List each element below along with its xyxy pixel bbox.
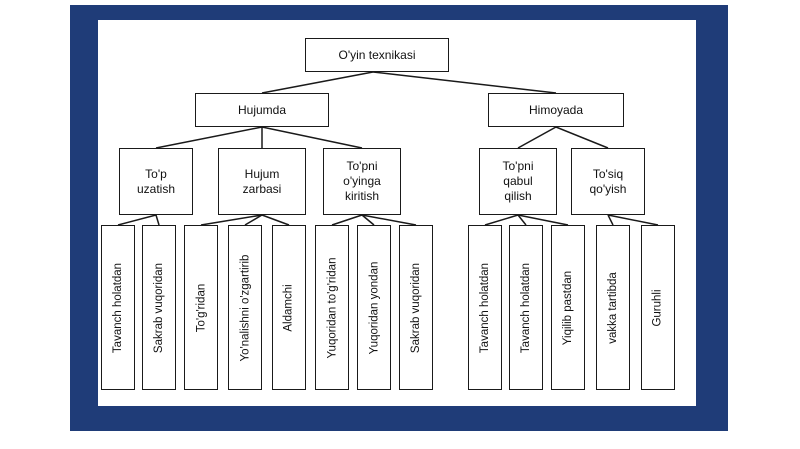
leaf-node: Tavanch holatdan bbox=[101, 225, 135, 390]
group-topni-qabul-qilish: To'pni qabul qilish bbox=[479, 148, 557, 215]
root-node: O'yin texnikasi bbox=[305, 38, 449, 72]
connector-himoyada-group1 bbox=[517, 126, 557, 149]
leaf-node: Tavanch holatdan bbox=[468, 225, 502, 390]
connector-leaf bbox=[361, 214, 417, 226]
group-topni-oyinga-kiritish: To'pni o'yinga kiritish bbox=[323, 148, 401, 215]
group-tosiq-qoyish: To'siq qo'yish bbox=[571, 148, 645, 215]
connector-leaf bbox=[244, 214, 263, 226]
connector-leaf bbox=[517, 214, 527, 226]
leaf-node: To'g'ridan bbox=[184, 225, 218, 390]
branch-himoyada: Himoyada bbox=[488, 93, 624, 127]
leaf-node: Yiqilib pastdan bbox=[551, 225, 585, 390]
connector-leaf bbox=[331, 214, 363, 226]
leaf-node: Aldamchi bbox=[272, 225, 306, 390]
leaf-node: Yuqoridan to'g'ridan bbox=[315, 225, 349, 390]
connector-leaf bbox=[200, 214, 263, 226]
connector-leaf bbox=[484, 214, 519, 226]
leaf-node: Guruhli bbox=[641, 225, 675, 390]
connector-himoyada-group2 bbox=[555, 126, 609, 149]
connector-hujumda-group3 bbox=[261, 126, 363, 149]
leaf-node: Tavanch holatdan bbox=[509, 225, 543, 390]
connector-hujumda-group1 bbox=[155, 126, 263, 149]
connector-root-himoyada bbox=[372, 71, 557, 94]
branch-hujumda: Hujumda bbox=[195, 93, 329, 127]
connector-leaf bbox=[117, 214, 157, 226]
connector-leaf bbox=[517, 214, 569, 226]
group-top-uzatish: To'p uzatish bbox=[119, 148, 193, 215]
connector-leaf bbox=[155, 214, 160, 226]
leaf-node: Sakrab vuqoridan bbox=[142, 225, 176, 390]
leaf-node: Yo'nalishni o'zgartirib bbox=[228, 225, 262, 390]
leaf-node: Sakrab vuqoridan bbox=[399, 225, 433, 390]
connector-leaf bbox=[261, 214, 290, 226]
connector-leaf bbox=[361, 214, 375, 226]
connector-leaf bbox=[607, 214, 614, 226]
leaf-node: vakka tartibda bbox=[596, 225, 630, 390]
leaf-node: Yuqoridan yondan bbox=[357, 225, 391, 390]
connector-leaf bbox=[607, 214, 659, 226]
group-hujum-zarbasi: Hujum zarbasi bbox=[218, 148, 306, 215]
connector-root-hujumda bbox=[261, 71, 374, 94]
